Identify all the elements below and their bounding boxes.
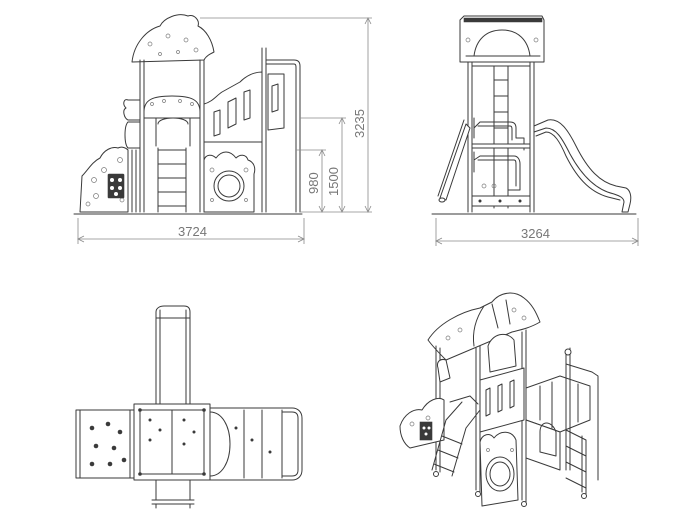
- iso-arch-panel: [487, 333, 517, 373]
- top-left-section: [75, 409, 135, 479]
- front-left-panel: [123, 99, 141, 121]
- front-view-dimensions: 3724 3235 1500 980: [77, 17, 372, 244]
- side-slide: [533, 119, 632, 213]
- front-arch-panel: [143, 95, 201, 119]
- side-handrail-lower: [473, 151, 521, 191]
- iso-front-ladder: [431, 401, 481, 477]
- iso-roof: [427, 292, 541, 361]
- dim-total-height: 3235: [352, 109, 367, 138]
- side-climbing-ramp: [439, 123, 471, 201]
- isometric-view: [399, 292, 599, 507]
- dim-front-width: 3724: [178, 224, 207, 239]
- top-ladder: [151, 479, 195, 509]
- front-ladder: [157, 147, 187, 213]
- dim-side-width: 3264: [521, 226, 550, 241]
- iso-side-ladder: [565, 429, 587, 495]
- top-view: [75, 305, 303, 509]
- front-crab-panel: [203, 151, 256, 213]
- side-handrail-upper: [473, 117, 525, 151]
- dim-height-1500: 1500: [326, 167, 341, 196]
- side-roof-panel: [459, 15, 545, 63]
- front-view: [73, 14, 303, 215]
- front-net-panel: [107, 173, 125, 199]
- top-right-section: [209, 407, 303, 481]
- dim-height-980: 980: [306, 172, 321, 194]
- top-slide: [155, 305, 191, 409]
- front-roof-panel: [131, 14, 215, 63]
- iso-crab-panel: [479, 431, 519, 507]
- side-view: [431, 15, 637, 215]
- side-view-dimensions: 3264: [435, 218, 639, 246]
